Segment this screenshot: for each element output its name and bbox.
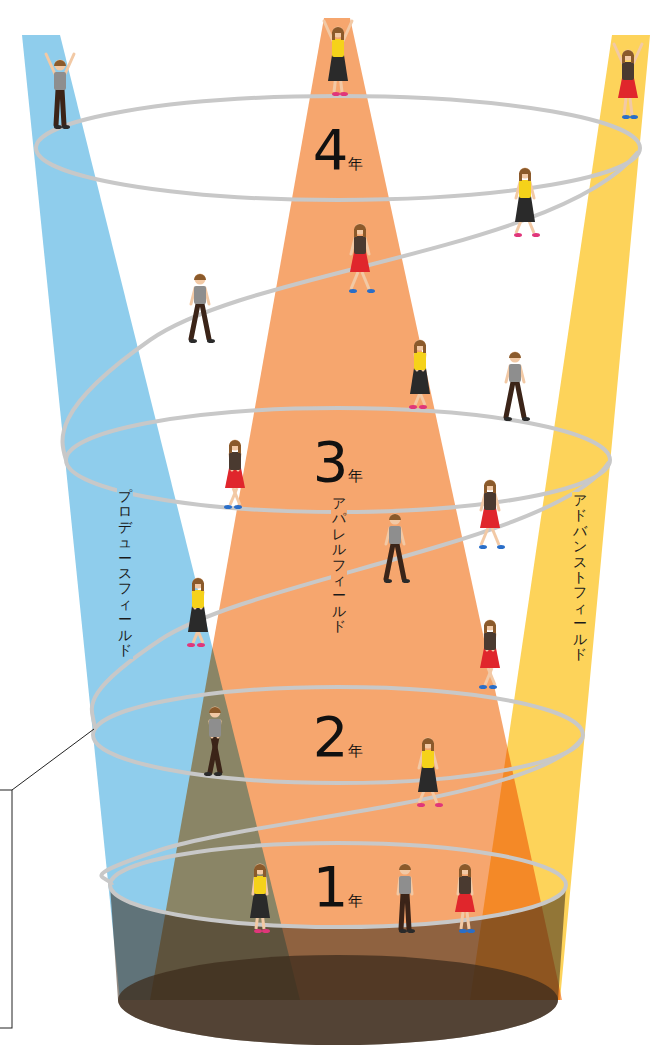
student-figure — [224, 440, 245, 510]
year-label: 2年 — [313, 709, 364, 765]
student-figure — [384, 514, 410, 584]
student-figure — [46, 54, 74, 129]
year-label: 1年 — [313, 859, 364, 915]
year-ring — [110, 843, 566, 927]
student-figure — [455, 864, 475, 934]
field-name: アパレルフィールド — [331, 495, 347, 636]
student-figure — [479, 620, 500, 690]
student-figure — [349, 224, 375, 294]
student-figure — [189, 274, 215, 344]
year-label: 3年 — [313, 434, 364, 490]
year-ring — [93, 687, 583, 783]
student-figure — [409, 340, 430, 410]
callout-box — [0, 790, 12, 1028]
spiral-line — [92, 462, 609, 730]
student-figure — [398, 864, 415, 934]
year-ring — [36, 96, 640, 200]
cone-bottom — [118, 955, 558, 1045]
student-figure — [324, 21, 352, 96]
produce-beam — [22, 35, 300, 1000]
student-figure — [614, 44, 642, 119]
student-figure — [250, 864, 270, 934]
student-figure — [417, 738, 443, 808]
student-figure — [187, 578, 208, 648]
leader-line — [12, 729, 94, 790]
student-figure — [204, 707, 222, 777]
student-figure — [479, 480, 505, 550]
field-name: アドバンストフィールド — [572, 492, 588, 663]
field-name: プロデュースフィールド — [117, 488, 133, 659]
student-figure — [514, 168, 540, 238]
spiral-line — [63, 152, 638, 460]
student-figure — [504, 352, 530, 422]
year-label: 4年 — [313, 122, 364, 178]
